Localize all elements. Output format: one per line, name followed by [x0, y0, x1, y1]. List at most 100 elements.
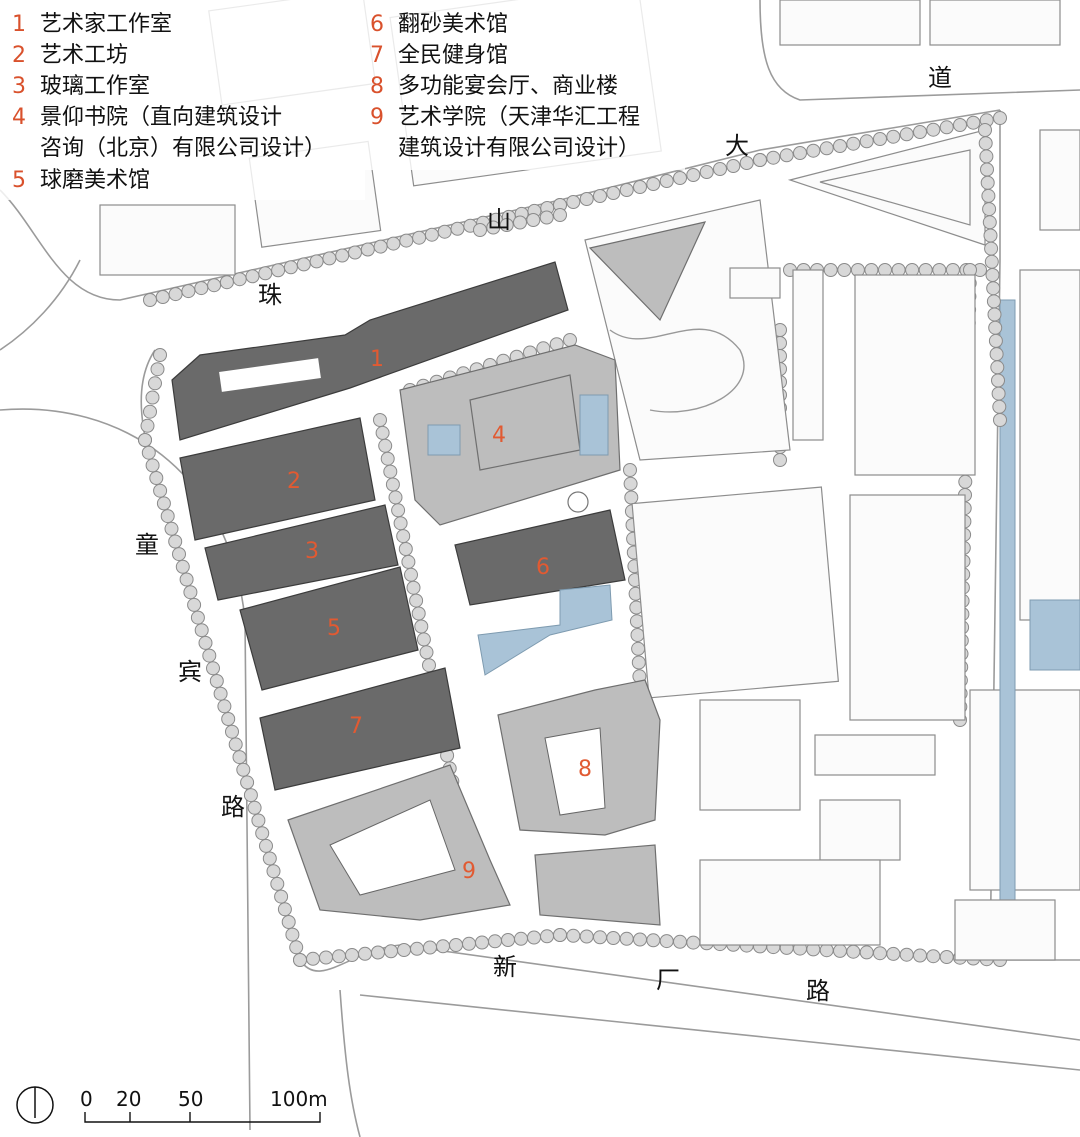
tree: [646, 177, 661, 191]
tree: [153, 348, 167, 362]
tree: [450, 221, 465, 236]
building-label-6: 6: [536, 555, 550, 580]
tree: [202, 648, 217, 663]
road-zhushan-char-1: 珠: [258, 281, 282, 309]
tree: [378, 438, 393, 453]
legend-text-3: 玻璃工作室: [40, 74, 150, 99]
tree: [659, 934, 674, 949]
tree: [422, 658, 436, 673]
legend-num-3: 3: [12, 74, 26, 99]
legend-num-8: 8: [370, 74, 384, 99]
tree: [285, 927, 300, 942]
legend-text-8: 多功能宴会厅、商业楼: [398, 74, 618, 99]
tree: [766, 150, 781, 165]
road-xinchang-char-3: 路: [806, 977, 830, 1005]
tree: [606, 931, 621, 945]
tree: [187, 597, 202, 612]
tree: [375, 425, 390, 440]
tree: [255, 826, 270, 841]
tree: [168, 534, 183, 549]
legend-text-7: 全民健身馆: [398, 43, 508, 68]
tree: [332, 949, 346, 964]
main-complex: [171, 261, 661, 926]
tree: [270, 876, 285, 891]
tree: [296, 257, 311, 272]
building-label-9: 9: [462, 859, 476, 884]
tree: [987, 307, 1002, 322]
tree: [409, 593, 424, 608]
tree: [473, 223, 487, 237]
building-label-2: 2: [287, 469, 301, 494]
tree: [619, 931, 634, 946]
scale-tick-0: 0: [80, 1087, 93, 1111]
tree: [140, 418, 155, 433]
tree: [886, 129, 901, 144]
tree: [540, 929, 554, 944]
tree: [726, 159, 741, 173]
tree: [913, 948, 927, 963]
legend-text-9b: 建筑设计有限公司设计）: [398, 136, 640, 161]
road-tongbin-char-2: 宾: [178, 658, 202, 686]
tree: [846, 944, 861, 959]
tree: [271, 263, 286, 278]
legend-text-5: 球磨美术馆: [40, 168, 150, 193]
tree: [145, 390, 160, 405]
tree: [232, 272, 247, 287]
tree: [993, 413, 1007, 427]
tree: [198, 635, 213, 650]
tree: [958, 474, 973, 489]
tree: [579, 192, 594, 206]
tree: [258, 266, 273, 281]
legend-text-4b: 咨询（北京）有限公司设计）: [40, 136, 326, 161]
tree: [646, 933, 661, 948]
tree: [190, 610, 205, 625]
tree: [593, 189, 607, 203]
building-6: [454, 509, 626, 606]
tree: [335, 248, 350, 263]
tree: [164, 521, 179, 536]
legend-text-2: 艺术工坊: [40, 43, 128, 68]
road-dadao-char-2: 道: [928, 64, 952, 92]
tree: [179, 572, 194, 587]
tree: [986, 294, 1001, 309]
tree: [386, 236, 401, 251]
tree: [988, 333, 1003, 348]
tree: [293, 953, 307, 967]
legend-num-2: 2: [12, 43, 26, 68]
tree: [899, 947, 914, 962]
tree: [371, 945, 385, 960]
tree: [206, 661, 220, 676]
tree: [886, 946, 901, 961]
legend-text-9: 艺术学院（天津华汇工程: [398, 105, 640, 130]
tree: [630, 628, 645, 642]
tree: [686, 168, 701, 182]
tree: [160, 509, 175, 524]
road-tongbin-char-1: 童: [135, 531, 159, 559]
tree: [259, 838, 273, 853]
tree: [141, 445, 156, 460]
tree: [388, 490, 403, 505]
building-2: [179, 417, 376, 541]
tree: [739, 156, 754, 170]
tree: [659, 174, 674, 188]
tree: [899, 127, 914, 142]
road-xinchang-char-2: 厂: [656, 966, 680, 994]
tree: [984, 254, 999, 269]
tree: [806, 143, 821, 158]
tree: [475, 935, 489, 950]
legend: 1 艺术家工作室 2 艺术工坊 3 玻璃工作室 4 景仰书院（直向建筑设计 咨询…: [0, 0, 685, 200]
tree: [156, 496, 171, 511]
tree: [993, 111, 1007, 125]
tree: [228, 737, 243, 752]
legend-text-6: 翻砂美术馆: [398, 12, 508, 37]
tree: [913, 125, 927, 139]
tree: [373, 413, 387, 427]
tree: [247, 800, 262, 815]
tree: [699, 165, 714, 179]
tree: [399, 233, 414, 248]
tree: [319, 950, 333, 965]
tree: [240, 775, 255, 790]
building-7: [259, 667, 461, 791]
tree: [990, 360, 1005, 375]
tree: [873, 132, 887, 146]
